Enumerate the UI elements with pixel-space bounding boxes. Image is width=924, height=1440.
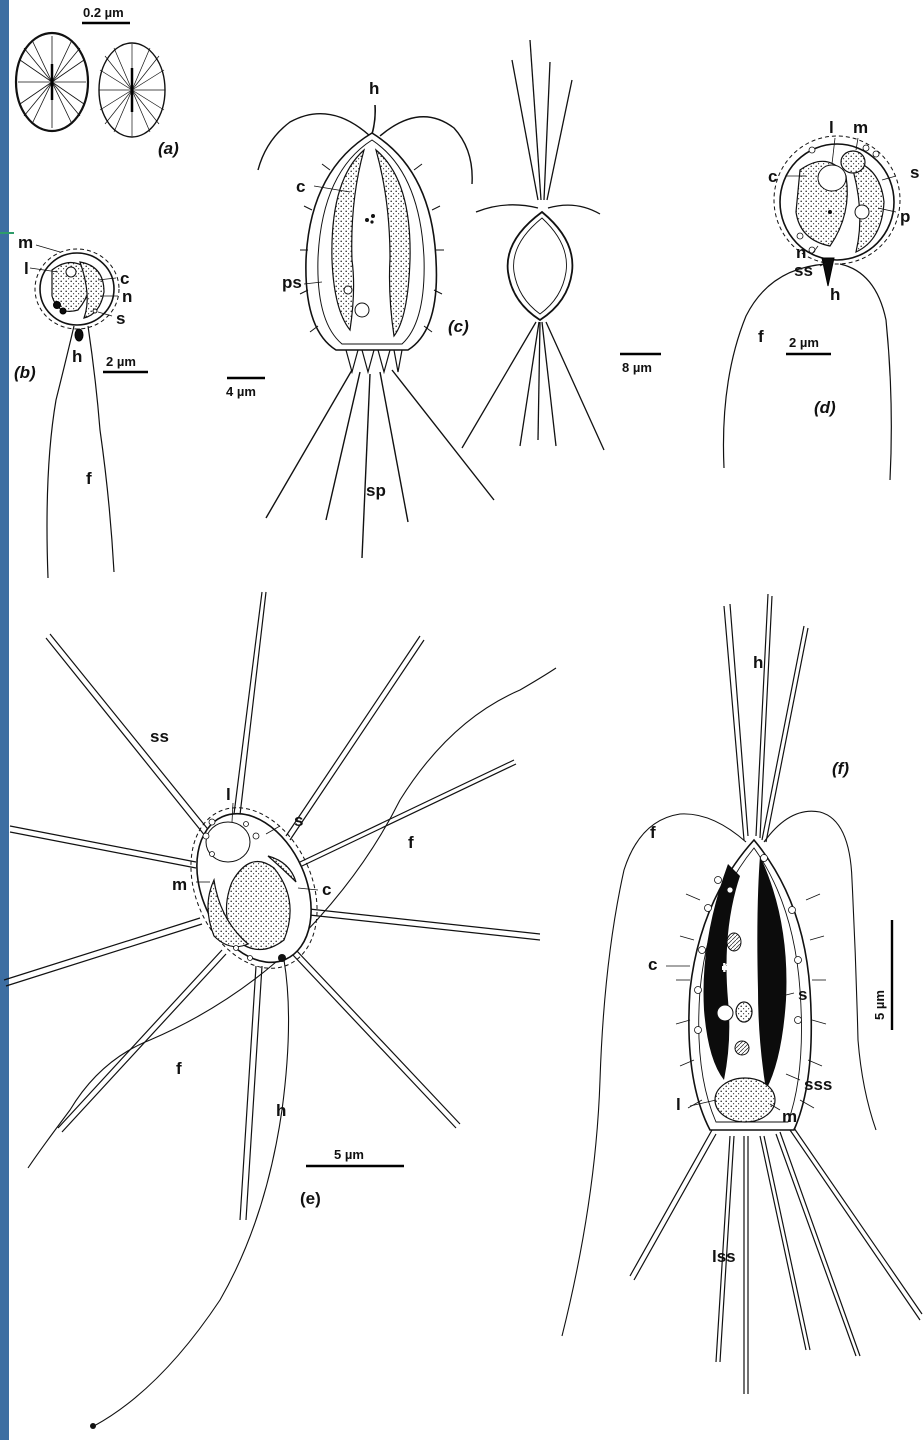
label-b-n: n	[122, 287, 132, 306]
panel-f: h (f) f c n s sss l m lss 5 µm	[562, 594, 922, 1394]
panel-label-b: (b)	[14, 363, 36, 382]
label-e-s: s	[294, 811, 303, 830]
label-f-lss: lss	[712, 1247, 736, 1266]
panel-label-c: (c)	[448, 317, 469, 336]
haptonema-e	[94, 960, 289, 1426]
label-d-m: m	[853, 118, 868, 137]
label-e-ss: ss	[150, 727, 169, 746]
label-c-ps: ps	[282, 273, 302, 292]
label-b-c: c	[120, 269, 129, 288]
panel-label-d: (d)	[814, 398, 836, 417]
flagellum-d-right	[840, 264, 891, 480]
scale-label-e: 5 µm	[334, 1147, 364, 1162]
label-f-f: f	[650, 823, 656, 842]
label-d-c: c	[768, 167, 777, 186]
label-d-p: p	[900, 207, 910, 226]
label-e-f-lower: f	[176, 1059, 182, 1078]
label-f-n: n	[722, 957, 732, 976]
flagellum-b-left	[47, 326, 74, 578]
haptonema-c	[372, 105, 375, 134]
scale-label-f: 5 µm	[872, 990, 887, 1020]
panel-label-f: (f)	[832, 759, 849, 778]
label-e-l: l	[226, 785, 231, 804]
label-b-f: f	[86, 469, 92, 488]
scale-label-d: 2 µm	[789, 335, 819, 350]
label-f-h: h	[753, 653, 763, 672]
label-e-f-upper: f	[408, 833, 414, 852]
cell-c-outline	[462, 40, 604, 450]
label-e-h: h	[276, 1101, 286, 1120]
label-b-h: h	[72, 347, 82, 366]
label-c-sp: sp	[366, 481, 386, 500]
label-d-n: n	[796, 243, 806, 262]
cell-d	[774, 136, 900, 286]
label-f-m: m	[782, 1107, 797, 1126]
label-d-h: h	[830, 285, 840, 304]
label-d-f: f	[758, 327, 764, 346]
label-f-l: l	[676, 1095, 681, 1114]
label-f-s: s	[798, 985, 807, 1004]
panel-a: 0.2 µm	[16, 5, 179, 158]
panel-d: l m c s p n ss h f 2 µm (d)	[723, 118, 919, 480]
scale-a-left-oval	[16, 33, 88, 131]
label-d-ss: ss	[794, 261, 813, 280]
label-c-h: h	[369, 79, 379, 98]
panel-e: ss l s m c f f h 5 µm (e)	[4, 592, 556, 1429]
panel-c: h c ps sp (c) 4 µm 8 µm	[226, 40, 661, 558]
cell-e	[167, 788, 341, 989]
spines-c	[266, 370, 494, 558]
label-e-c: c	[322, 880, 331, 899]
label-c-c: c	[296, 177, 305, 196]
panel-b: m l c n s h 2 µm (b) f	[14, 233, 148, 578]
label-d-s: s	[910, 163, 919, 182]
label-f-sss: sss	[804, 1075, 832, 1094]
scale-a-right-oval	[99, 43, 165, 137]
scale-label-b: 2 µm	[106, 354, 136, 369]
panel-label-a: (a)	[158, 139, 179, 158]
cell-b	[35, 249, 119, 341]
label-f-c: c	[648, 955, 657, 974]
panel-label-e: (e)	[300, 1189, 321, 1208]
label-b-l: l	[24, 259, 29, 278]
flagellum-d-left	[723, 264, 826, 468]
scale-label-c-left: 4 µm	[226, 384, 256, 399]
scale-label-c-right: 8 µm	[622, 360, 652, 375]
spines-f	[630, 1128, 922, 1394]
flagellum-e-lower	[28, 962, 276, 1168]
label-b-m: m	[18, 233, 33, 252]
label-d-l: l	[829, 118, 834, 137]
cell-c	[300, 133, 444, 372]
label-b-s: s	[116, 309, 125, 328]
label-e-m: m	[172, 875, 187, 894]
scale-label-a: 0.2 µm	[83, 5, 124, 20]
